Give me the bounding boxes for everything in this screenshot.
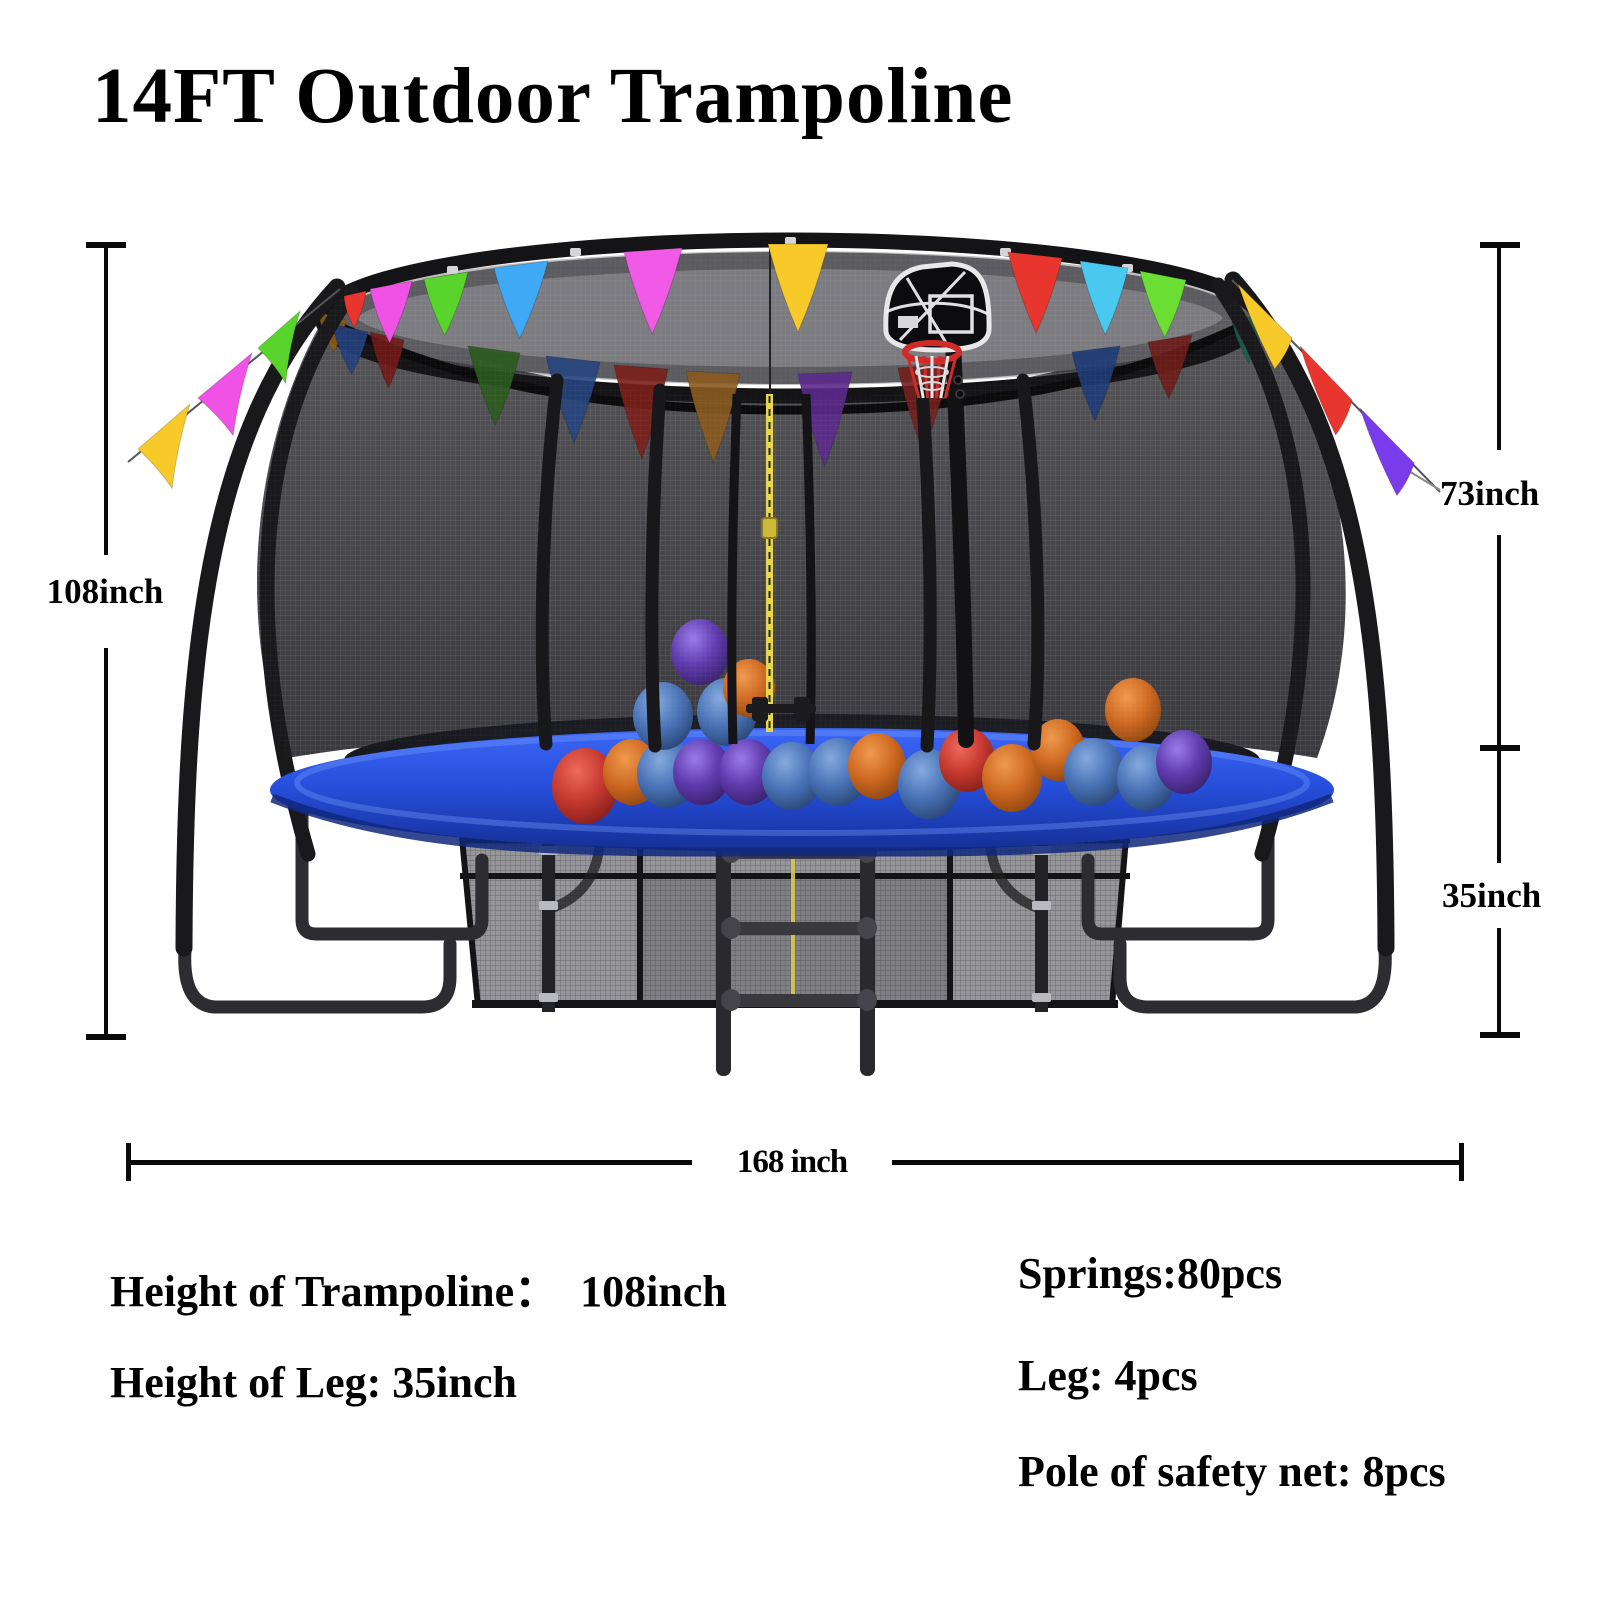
front-net-overlay — [257, 296, 1346, 758]
play-ball — [848, 733, 906, 799]
bunting-flag — [767, 243, 829, 334]
dim-net-label: 73inch — [1440, 474, 1540, 513]
backboard-label — [898, 316, 918, 328]
bunting-flag — [343, 290, 367, 329]
door-clip — [746, 697, 816, 721]
undercarriage — [178, 277, 1392, 1076]
dim-width-cap-right — [1459, 1143, 1464, 1181]
bunting-flag — [1139, 270, 1187, 339]
hoop-net — [906, 355, 958, 399]
skirt-post-left — [542, 836, 555, 1012]
play-ball — [939, 728, 995, 792]
dim-height-line-upper — [104, 245, 108, 555]
bunting-flag — [197, 351, 254, 437]
basketball-hoop — [883, 261, 992, 399]
dim-width-label: 168 inch — [736, 1144, 848, 1180]
bunting-flag — [1299, 345, 1353, 436]
dim-leg-cap-mid — [1480, 745, 1520, 751]
play-ball — [552, 748, 618, 824]
bunting-flag — [1007, 251, 1063, 335]
front-bunting-flags — [137, 243, 1415, 497]
door-zipper — [766, 394, 773, 732]
spec-poles: Pole of safety net: 8pcs — [1018, 1447, 1446, 1496]
play-ball — [1064, 738, 1124, 806]
bunting-flag — [493, 260, 549, 340]
dim-leg-line-lower — [1497, 928, 1501, 1035]
spec-springs: Springs:80pcs — [1018, 1249, 1283, 1298]
play-ball — [1156, 730, 1212, 794]
dim-height-line-lower — [104, 648, 108, 1038]
bunting-flag — [1079, 260, 1129, 336]
page-title: 14FT Outdoor Trampoline — [92, 53, 1014, 140]
bunting-flag — [257, 309, 301, 386]
dim-leg-label: 35inch — [1442, 876, 1542, 915]
dim-width-line-right — [892, 1160, 1462, 1165]
skirt-post-right — [1035, 836, 1048, 1012]
dim-net-line-lower — [1497, 535, 1501, 863]
play-ball — [762, 742, 822, 810]
bunting-flag — [1237, 283, 1293, 370]
hoop-pole-bolts — [937, 375, 965, 399]
play-ball — [982, 744, 1042, 812]
spec-trampoline-height: Height of Trampoline： 108inch — [110, 1267, 727, 1316]
ladder-rungs — [721, 841, 877, 1011]
bunting-flag — [623, 247, 683, 336]
dim-net-line-upper — [1497, 245, 1501, 450]
backboard-graphic — [885, 270, 989, 347]
net-door — [727, 246, 816, 745]
dim-height-label: 108inch — [46, 572, 164, 611]
bunting-flag — [137, 402, 191, 490]
spec-legs: Leg: 4pcs — [1018, 1351, 1198, 1400]
bunting — [127, 243, 1441, 497]
bunting-flag — [369, 280, 413, 345]
zipper-slider — [761, 517, 778, 539]
bunting-flag — [1359, 407, 1415, 497]
ladder — [716, 796, 877, 1076]
legs — [178, 807, 1392, 1014]
spec-leg-height: Height of Leg: 35inch — [110, 1358, 517, 1407]
dim-leg-cap-bottom — [1480, 1032, 1520, 1038]
bunting-flag — [423, 271, 469, 337]
play-ball — [673, 739, 731, 805]
net-poles-front — [535, 373, 1045, 753]
play-ball — [719, 739, 777, 805]
dim-height-cap-bottom — [86, 1034, 126, 1040]
dim-width-line-left — [128, 1160, 692, 1165]
